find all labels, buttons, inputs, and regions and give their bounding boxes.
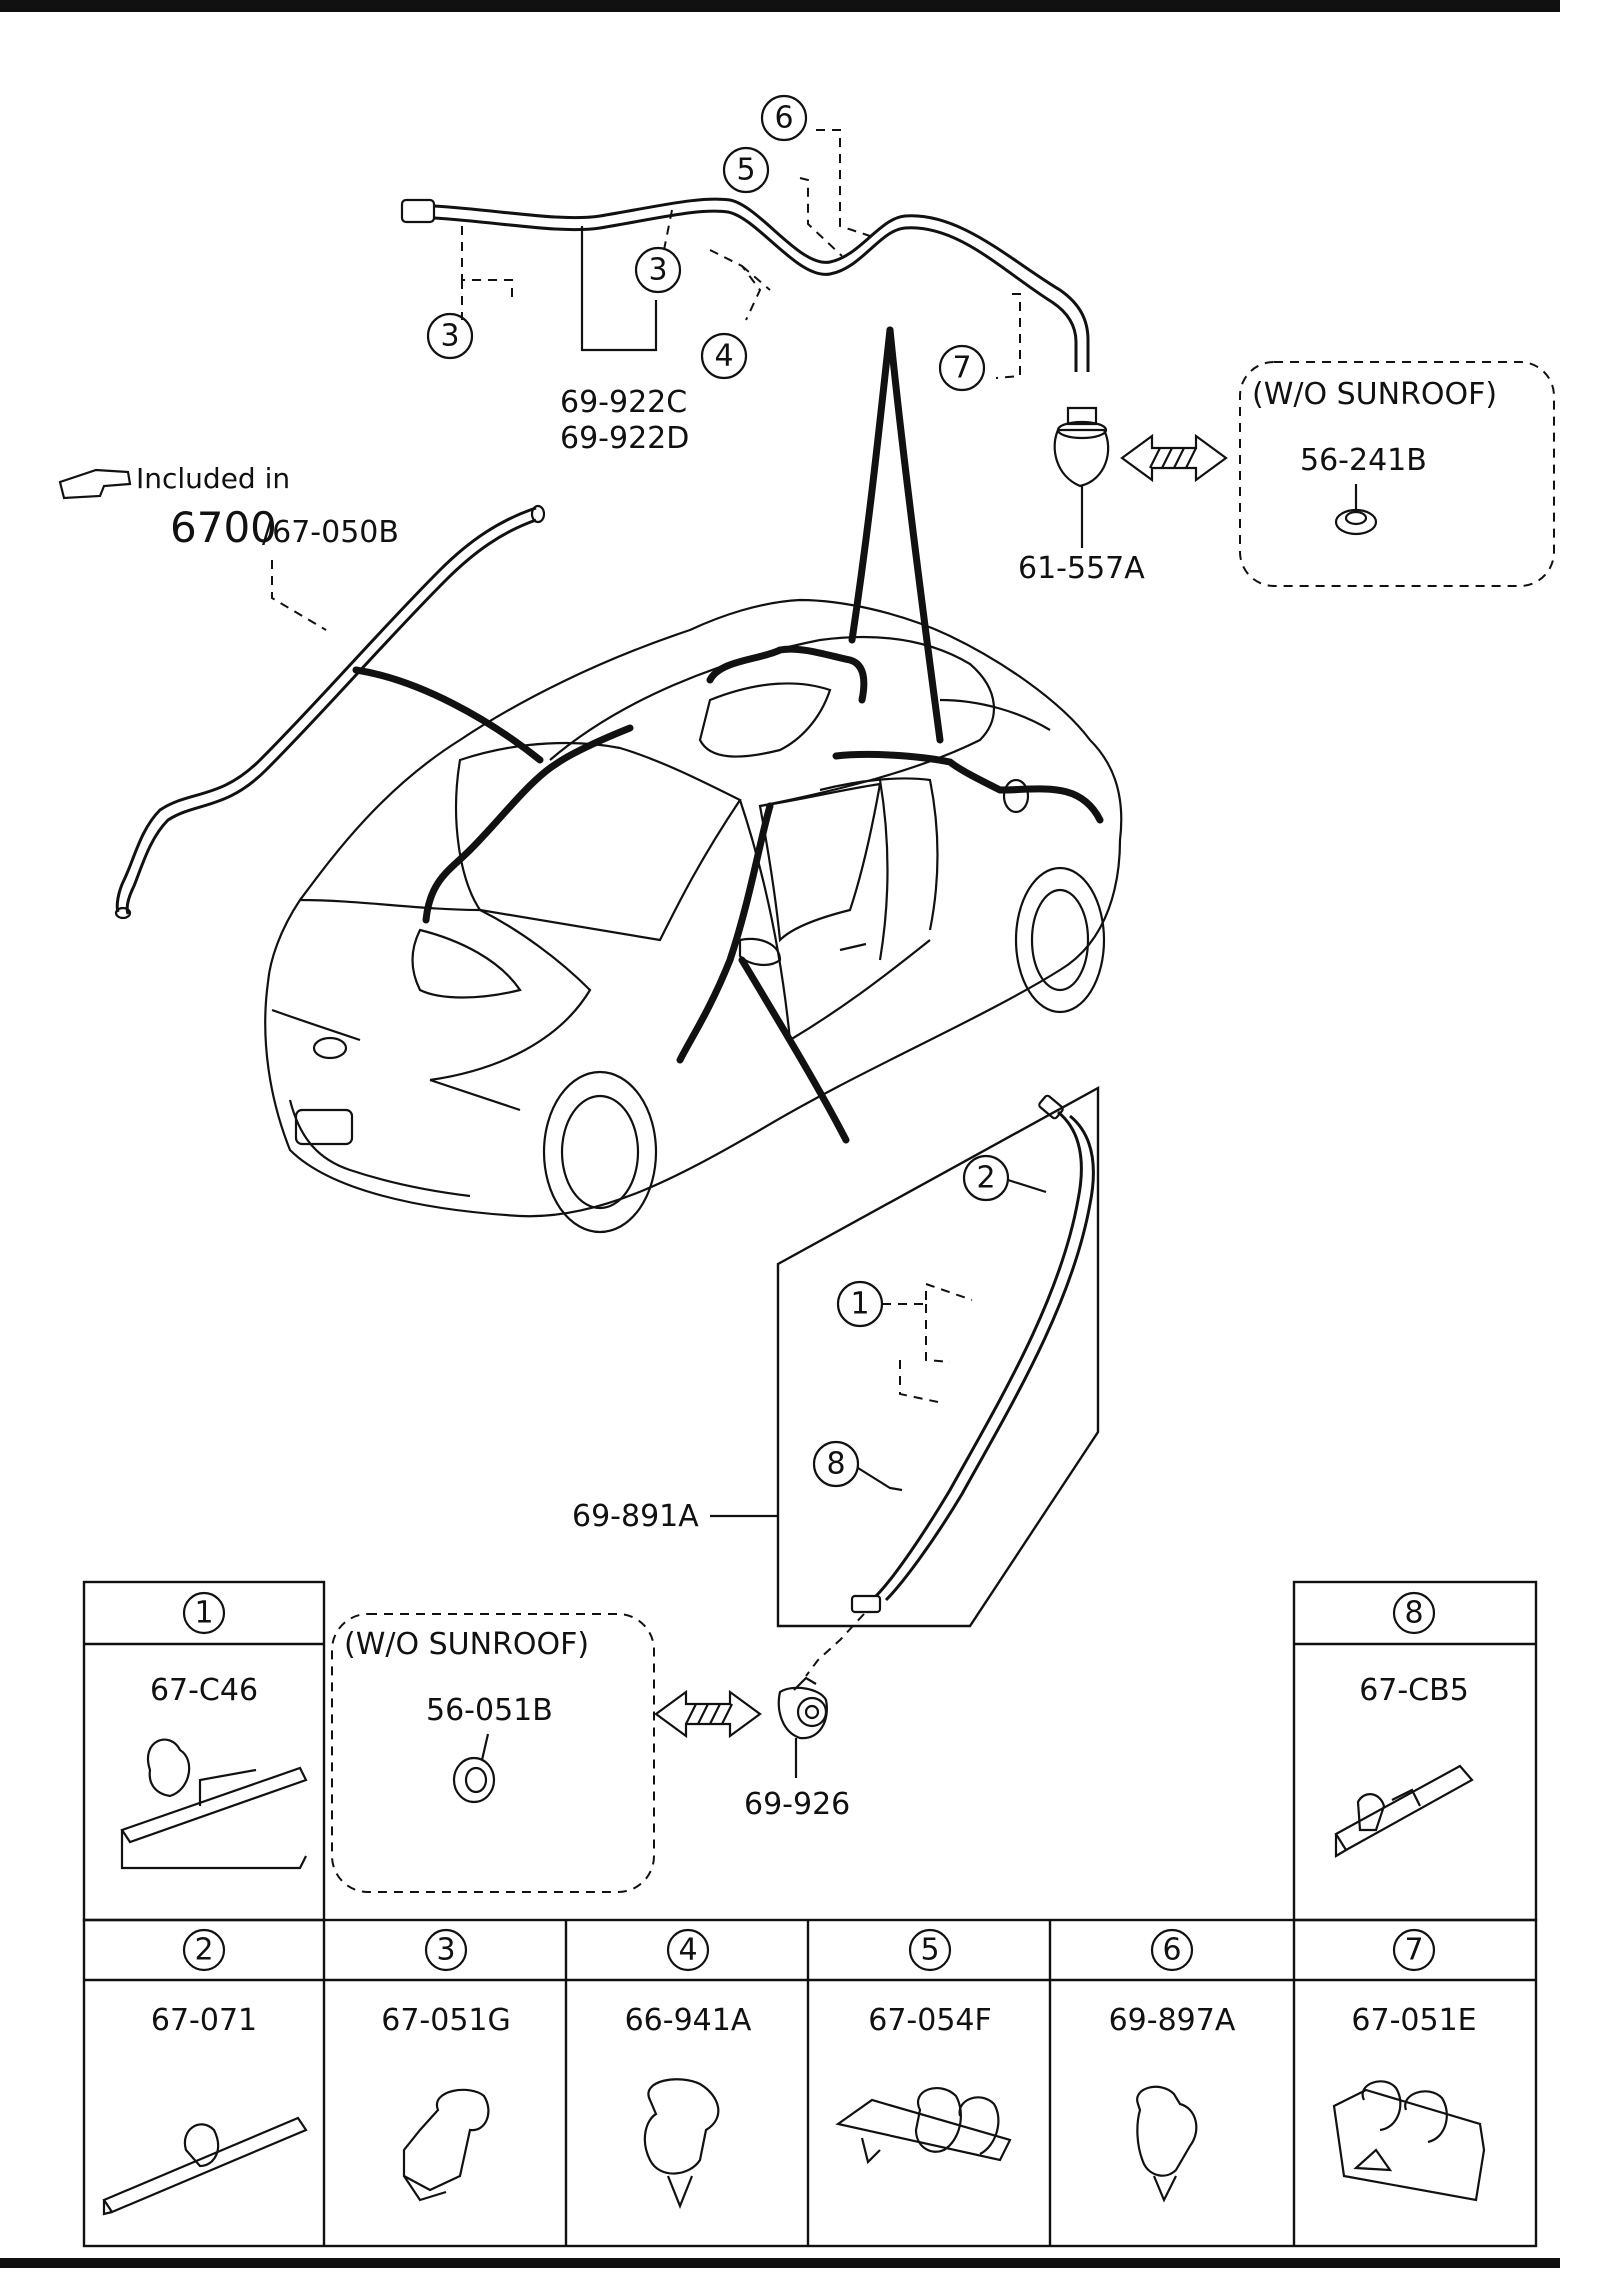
part-label-69-922C: 69-922C <box>560 385 687 420</box>
clip-icon-67-CB5 <box>1334 1764 1474 1858</box>
clip-icon-67-071 <box>102 2116 308 2216</box>
included-in-note: Included in 6700 /67-050B <box>58 462 399 631</box>
svg-text:8: 8 <box>1404 1596 1423 1631</box>
svg-text:2: 2 <box>976 1161 995 1196</box>
top-hose-assembly <box>400 129 1090 379</box>
legend-part-67-054F: 67-054F <box>868 2003 992 2038</box>
legend-cell-6: 6 69-897A <box>1109 1928 1236 2203</box>
part-label-69-926: 69-926 <box>744 1787 850 1822</box>
callout-4-top: 4 <box>700 332 748 380</box>
group-sub-label: /67-050B <box>262 515 399 550</box>
hose-routing-on-car <box>352 326 1104 1144</box>
callout-5-top: 5 <box>722 146 770 194</box>
legend-grid <box>82 1580 1538 2248</box>
legend-cell-8: 8 67-CB5 <box>1334 1591 1474 1858</box>
wo-sunroof-label-top: (W/O SUNROOF) <box>1252 377 1497 412</box>
wo-sunroof-box-top <box>1239 361 1555 587</box>
svg-text:8: 8 <box>826 1447 845 1482</box>
legend-part-66-941A: 66-941A <box>625 2003 752 2038</box>
callout-2-lower: 2 <box>962 1154 1047 1202</box>
grommet-56-051B <box>452 1733 496 1804</box>
svg-text:4: 4 <box>678 1933 697 1968</box>
part-label-69-922D: 69-922D <box>560 421 689 456</box>
included-in-label: Included in <box>136 462 290 495</box>
svg-text:1: 1 <box>194 1596 213 1631</box>
clip-icon-67-051G <box>402 2088 490 2202</box>
drain-valve-69-926 <box>777 1676 828 1778</box>
part-label-56-051B: 56-051B <box>426 1693 553 1728</box>
legend-cell-3: 3 67-051G <box>381 1928 511 2202</box>
part-label-69-891A: 69-891A <box>572 1499 699 1534</box>
clip-icon-67-051E <box>1332 2080 1486 2202</box>
svg-text:6: 6 <box>774 101 793 136</box>
plug-56-241B <box>1334 484 1378 536</box>
double-arrow-top <box>1120 433 1228 483</box>
legend-cell-5: 5 67-054F <box>835 1928 1012 2165</box>
part-label-56-241B: 56-241B <box>1300 443 1427 478</box>
svg-text:3: 3 <box>648 253 667 288</box>
svg-text:7: 7 <box>952 351 971 386</box>
double-arrow-bottom <box>654 1689 762 1739</box>
clip-icon-67-054F <box>835 2086 1012 2165</box>
callout-3-top-left: 3 <box>426 312 474 360</box>
legend-part-67-051G: 67-051G <box>381 2003 511 2038</box>
svg-text:6: 6 <box>1162 1933 1181 1968</box>
callout-7-top: 7 <box>938 344 986 392</box>
top-rule <box>0 0 1560 12</box>
part-label-61-557A: 61-557A <box>1018 551 1145 586</box>
legend-part-67-CB5: 67-CB5 <box>1359 1673 1469 1708</box>
legend-cell-4: 4 66-941A <box>625 1928 752 2209</box>
group-main-label: 6700 <box>170 503 277 552</box>
wo-sunroof-label-bottom: (W/O SUNROOF) <box>344 1627 589 1662</box>
car-illustration <box>264 598 1123 1234</box>
clip-icon-67-C46 <box>120 1738 308 1870</box>
callout-3-top-right: 3 <box>634 246 682 294</box>
svg-text:5: 5 <box>920 1933 939 1968</box>
svg-text:3: 3 <box>440 319 459 354</box>
svg-text:3: 3 <box>436 1933 455 1968</box>
wo-sunroof-box-bottom <box>331 1613 655 1893</box>
svg-text:7: 7 <box>1404 1933 1423 1968</box>
legend-cell-7: 7 67-051E <box>1332 1928 1486 2202</box>
legend-cell-1: 1 67-C46 <box>120 1591 308 1870</box>
legend-part-67-051E: 67-051E <box>1351 2003 1476 2038</box>
svg-text:2: 2 <box>194 1933 213 1968</box>
legend-part-69-897A: 69-897A <box>1109 2003 1236 2038</box>
clip-icon-69-897A <box>1136 2085 1198 2203</box>
drain-valve-61-557A <box>1053 406 1110 548</box>
svg-text:1: 1 <box>850 1287 869 1322</box>
clip-icon-66-941A <box>643 2078 720 2209</box>
legend-part-67-C46: 67-C46 <box>150 1673 258 1708</box>
svg-text:5: 5 <box>736 153 755 188</box>
lower-hose-box <box>776 1085 1100 1628</box>
legend-part-67-071: 67-071 <box>151 2003 257 2038</box>
bottom-rule <box>0 2258 1560 2268</box>
callout-6-top: 6 <box>760 94 808 142</box>
callout-1-lower: 1 <box>836 1280 973 1403</box>
svg-text:4: 4 <box>714 339 733 374</box>
callout-8-lower: 8 <box>812 1440 903 1492</box>
rear-drain-hose <box>850 1094 1095 1614</box>
front-hose-left <box>114 504 546 920</box>
legend-cell-2: 2 67-071 <box>102 1928 308 2216</box>
